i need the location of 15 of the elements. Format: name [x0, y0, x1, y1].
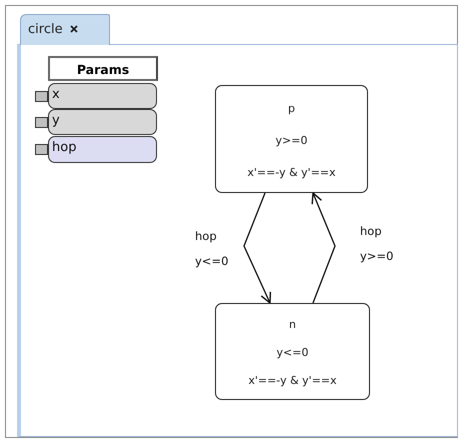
- tab: circle: [20, 14, 110, 45]
- transition-arrow: [312, 192, 336, 304]
- state-text: y<=0: [276, 346, 308, 359]
- state-text: x'==-y & y'==x: [248, 374, 337, 388]
- parameter-field: hop: [48, 136, 157, 163]
- params-header: Params: [48, 56, 158, 81]
- state-text: p: [288, 102, 295, 114]
- parameter-field: y: [48, 109, 157, 135]
- state-text: n: [289, 318, 296, 331]
- state-text: x'==-y & y'==x: [247, 166, 336, 178]
- transition-arrow: [243, 192, 272, 304]
- state-box: [215, 303, 370, 400]
- state-box: [215, 85, 368, 193]
- parameter-field: x: [48, 83, 157, 109]
- state-text: y>=0: [276, 134, 308, 146]
